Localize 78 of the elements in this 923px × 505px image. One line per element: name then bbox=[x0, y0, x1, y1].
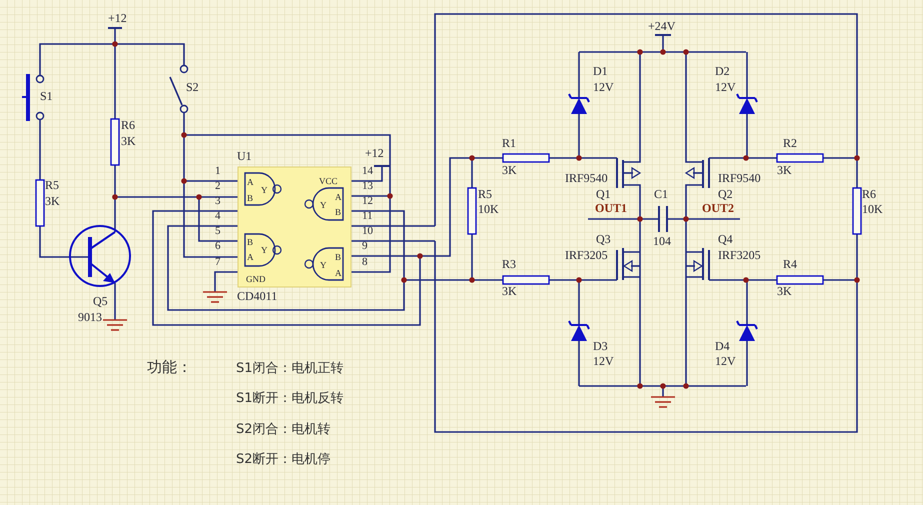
pin-name: Y bbox=[320, 260, 326, 270]
component-value: 3K bbox=[777, 284, 792, 299]
component-label: R1 bbox=[502, 136, 516, 151]
pin-name: B bbox=[335, 252, 342, 262]
component-label: D3 bbox=[593, 340, 608, 354]
pin-number: 6 bbox=[215, 240, 220, 254]
component-value: IRF9540 bbox=[565, 172, 608, 186]
component-value: IRF3205 bbox=[565, 248, 608, 263]
pin-name: B bbox=[247, 192, 254, 203]
component-value: 12V bbox=[715, 354, 736, 369]
pin-name: GND bbox=[246, 274, 266, 284]
supply-label: +12 bbox=[108, 12, 127, 26]
pin-number: 5 bbox=[215, 225, 220, 238]
component-value: IRF3205 bbox=[718, 248, 761, 263]
pin-number: 4 bbox=[215, 210, 220, 224]
pin-name: A bbox=[247, 252, 254, 262]
component-value: 9013 bbox=[78, 310, 102, 325]
component-label: R2 bbox=[783, 136, 798, 151]
pin-number: 3 bbox=[215, 195, 220, 208]
pin-number: 11 bbox=[362, 210, 373, 224]
pin-name: A bbox=[335, 192, 342, 202]
component-value: 3K bbox=[45, 194, 60, 209]
pin-number: 7 bbox=[215, 256, 220, 270]
pin-number: 1 bbox=[215, 165, 220, 178]
component-label: R5 bbox=[45, 178, 60, 193]
function-note: S2断开：电机停 bbox=[236, 453, 331, 468]
component-label: R6 bbox=[862, 188, 876, 202]
component-label: C1 bbox=[654, 188, 668, 202]
component-value: 104 bbox=[653, 234, 671, 249]
pin-name: Y bbox=[320, 200, 326, 210]
chip-label: U1 bbox=[237, 150, 252, 164]
pin-name: Y bbox=[261, 244, 268, 255]
pin-name: A bbox=[247, 176, 254, 187]
supply-label: +12 bbox=[365, 146, 384, 161]
component-label: D2 bbox=[715, 64, 730, 79]
pin-name: Y bbox=[261, 184, 268, 195]
net-label: OUT1 bbox=[595, 202, 628, 216]
pin-number: 8 bbox=[362, 256, 368, 270]
pin-number: 2 bbox=[215, 180, 220, 194]
heading: 功能： bbox=[147, 359, 192, 376]
pin-number: 13 bbox=[362, 180, 373, 194]
pin-name: B bbox=[335, 206, 342, 217]
component-value: 10K bbox=[478, 202, 499, 217]
component-label: R3 bbox=[502, 258, 516, 272]
component-label: Q1 bbox=[596, 188, 611, 202]
component-label: Q3 bbox=[596, 232, 611, 247]
component-label: R5 bbox=[478, 188, 492, 202]
component-value: 10K bbox=[862, 202, 883, 217]
component-label: D1 bbox=[593, 64, 608, 79]
component-label: D4 bbox=[715, 340, 730, 354]
switch-label: S2 bbox=[186, 80, 199, 95]
component-label: R4 bbox=[783, 258, 798, 272]
pin-name: VCC bbox=[319, 176, 338, 186]
component-label: R6 bbox=[121, 118, 136, 133]
component-label: Q5 bbox=[93, 294, 108, 309]
pin-number: 10 bbox=[362, 225, 373, 238]
component-value: 12V bbox=[593, 354, 614, 369]
pin-name: B bbox=[247, 236, 254, 247]
function-note: S2闭合：电机转 bbox=[236, 423, 331, 438]
function-note: S1闭合：电机正转 bbox=[236, 362, 344, 378]
component-value: 3K bbox=[502, 284, 517, 299]
component-label: Q2 bbox=[718, 188, 733, 202]
function-note: S1断开：电机反转 bbox=[236, 392, 344, 408]
pin-number: 9 bbox=[362, 240, 368, 254]
supply-label: +24V bbox=[648, 20, 676, 34]
component-value: IRF9540 bbox=[718, 172, 761, 186]
component-value: 3K bbox=[502, 164, 517, 178]
chip-label: CD4011 bbox=[237, 290, 278, 304]
component-label: Q4 bbox=[718, 232, 733, 247]
component-value: 3K bbox=[777, 164, 792, 178]
pin-name: A bbox=[335, 268, 342, 278]
pin-number: 12 bbox=[362, 195, 373, 208]
component-value: 3K bbox=[121, 134, 136, 149]
switch-label: S1 bbox=[40, 90, 53, 104]
net-label: OUT2 bbox=[702, 202, 734, 216]
component-value: 12V bbox=[715, 80, 736, 95]
component-value: 12V bbox=[593, 80, 614, 95]
pin-number: 14 bbox=[362, 165, 373, 178]
